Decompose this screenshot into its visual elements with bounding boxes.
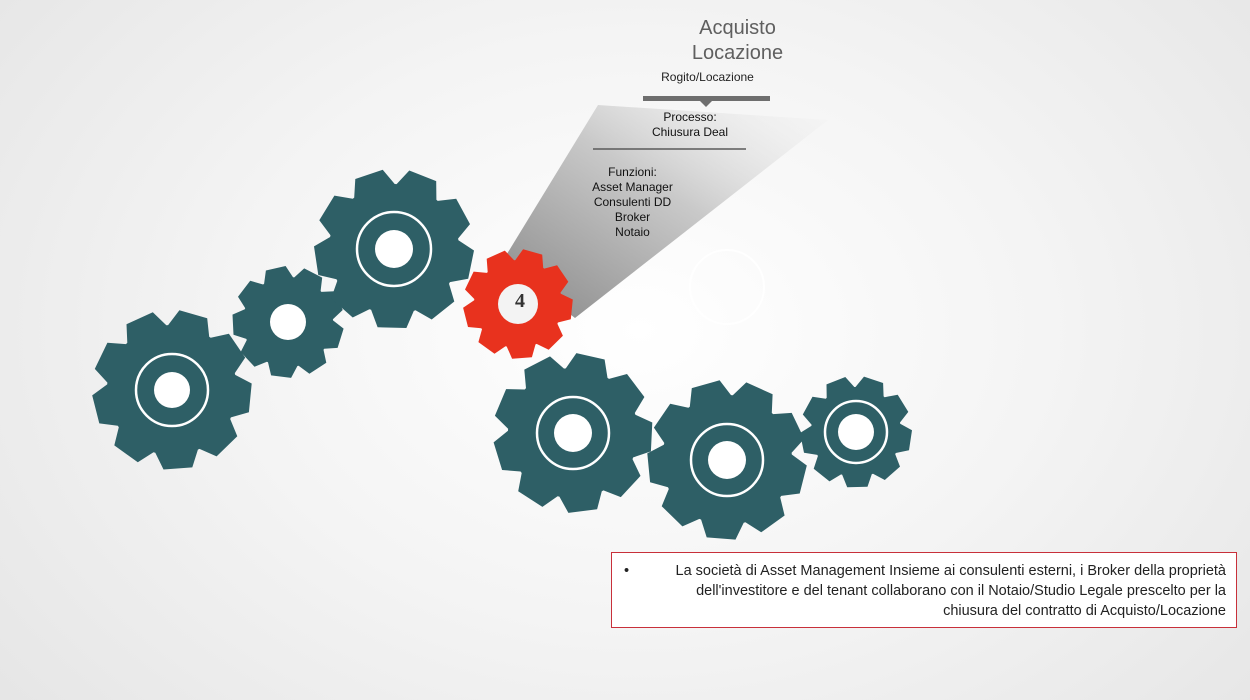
gear-hole <box>498 284 538 324</box>
gear-hole <box>375 230 413 268</box>
gear-icon <box>314 169 474 328</box>
spotlight-beam <box>502 105 828 318</box>
gear-ring <box>134 352 210 428</box>
title-line-1: Acquisto <box>699 17 776 39</box>
function-item: Asset Manager <box>592 180 673 194</box>
highlighted-gear-icon <box>463 249 573 359</box>
stage-title: Acquisto Locazione <box>650 16 825 66</box>
gear-icon <box>493 353 653 513</box>
function-item: Broker <box>614 210 651 224</box>
empty-circle <box>689 249 765 325</box>
gear-hole <box>154 372 190 408</box>
function-item: Consulenti DD <box>593 195 672 209</box>
title-line-2: Locazione <box>691 42 784 64</box>
gear-icon <box>92 310 252 470</box>
functions-label: Funzioni: <box>608 165 657 179</box>
gear-icon <box>232 266 344 378</box>
note-bullet: • <box>624 563 630 579</box>
note-box: • La società di Asset Management Insieme… <box>611 552 1237 628</box>
process-label: Processo: <box>663 110 717 124</box>
note-text: La società di Asset Management Insieme a… <box>675 563 1227 619</box>
gear-ring <box>355 210 433 288</box>
gear-ring <box>535 395 611 471</box>
gear-ring <box>823 399 889 465</box>
gear-hole <box>270 304 306 340</box>
stage-subtitle: Rogito/Locazione <box>661 70 754 84</box>
functions-info: Funzioni: Asset Manager Consulenti DD Br… <box>560 165 705 240</box>
process-info: Processo: Chiusura Deal <box>620 110 760 140</box>
gear-ring <box>689 422 765 498</box>
gear-hole <box>708 441 746 479</box>
gear-icon <box>647 380 807 540</box>
gear-icon <box>800 376 912 488</box>
step-number: 4 <box>515 290 525 312</box>
process-value: Chiusura Deal <box>651 125 729 139</box>
gear-hole <box>554 414 592 452</box>
gear-hole <box>838 414 874 450</box>
underline-pointer <box>700 101 712 107</box>
function-item: Notaio <box>615 225 650 239</box>
subtitle-underline <box>643 96 770 101</box>
